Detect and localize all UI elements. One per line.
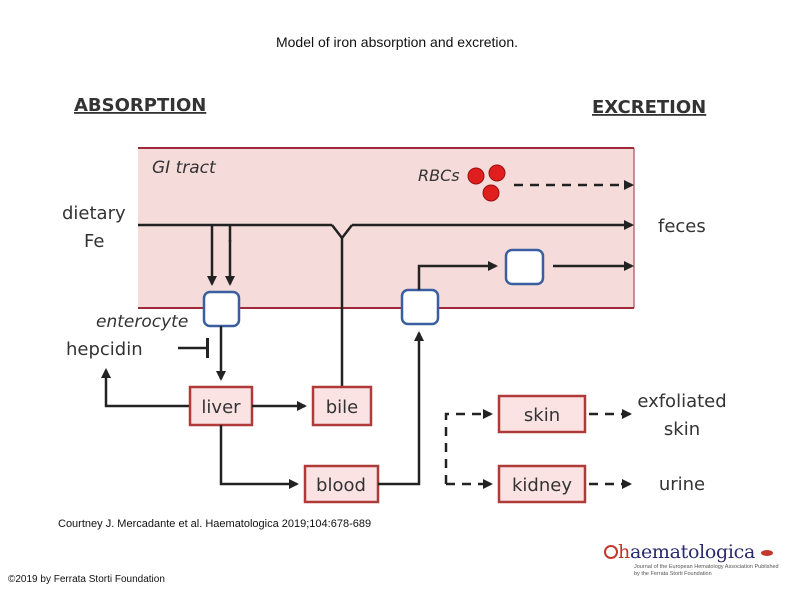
kidney-box [497,464,587,504]
urine-label: urine [659,474,705,495]
logo-name: haematologica [618,541,756,563]
rbc-cell [488,164,506,182]
absorption-heading: ABSORPTION [74,95,206,116]
blood-label: blood [316,475,366,496]
enterocyte-label: enterocyte [96,312,188,332]
logo-mark-icon [604,545,618,559]
feces-label: feces [658,216,706,237]
citation: Courtney J. Mercadante et al. Haematolog… [58,518,372,530]
haematologica-logo: haematologica Journal of the European He… [604,541,784,581]
dietary-label: dietary [62,203,126,224]
blood-to-enterocyte-arrow [378,331,424,486]
logo-subtitle: Journal of the European Hematology Assoc… [634,564,779,577]
rbc-cell [467,167,485,185]
enterocyte-absorbing-cell [202,290,241,328]
slide-title: Model of iron absorption and excretion. [275,34,519,50]
blood-to-skin-dashed-arrow [444,409,493,484]
skin-label: skin [524,405,560,426]
bile-box [311,385,373,427]
enterocyte-shedding-cell [400,288,440,326]
liver-to-hepcidin-arrow [101,368,190,408]
liver-label: liver [201,397,241,418]
kidney-label: kidney [512,475,572,496]
exfoliated-skin-label: skin [664,419,700,440]
rbcs-label: RBCs [418,166,460,185]
shed-enterocyte-cell [504,248,545,286]
blood-box [303,464,380,504]
excretion-heading: EXCRETION [592,97,706,118]
rbc-cell [482,184,500,202]
bile-label: bile [326,397,359,418]
copyright: ©2019 by Ferrata Storti Foundation [8,574,165,585]
exfoliated-label: exfoliated [637,391,726,412]
gi-tract-band [138,148,634,308]
fe-label: Fe [84,231,104,252]
gi-tract-label: GI tract [152,158,217,178]
logo-emblem-icon [761,550,773,556]
hepcidin-label: hepcidin [66,339,143,360]
liver-to-blood-arrow [219,425,299,489]
skin-box [497,394,587,434]
shedding-arrow [417,261,498,290]
